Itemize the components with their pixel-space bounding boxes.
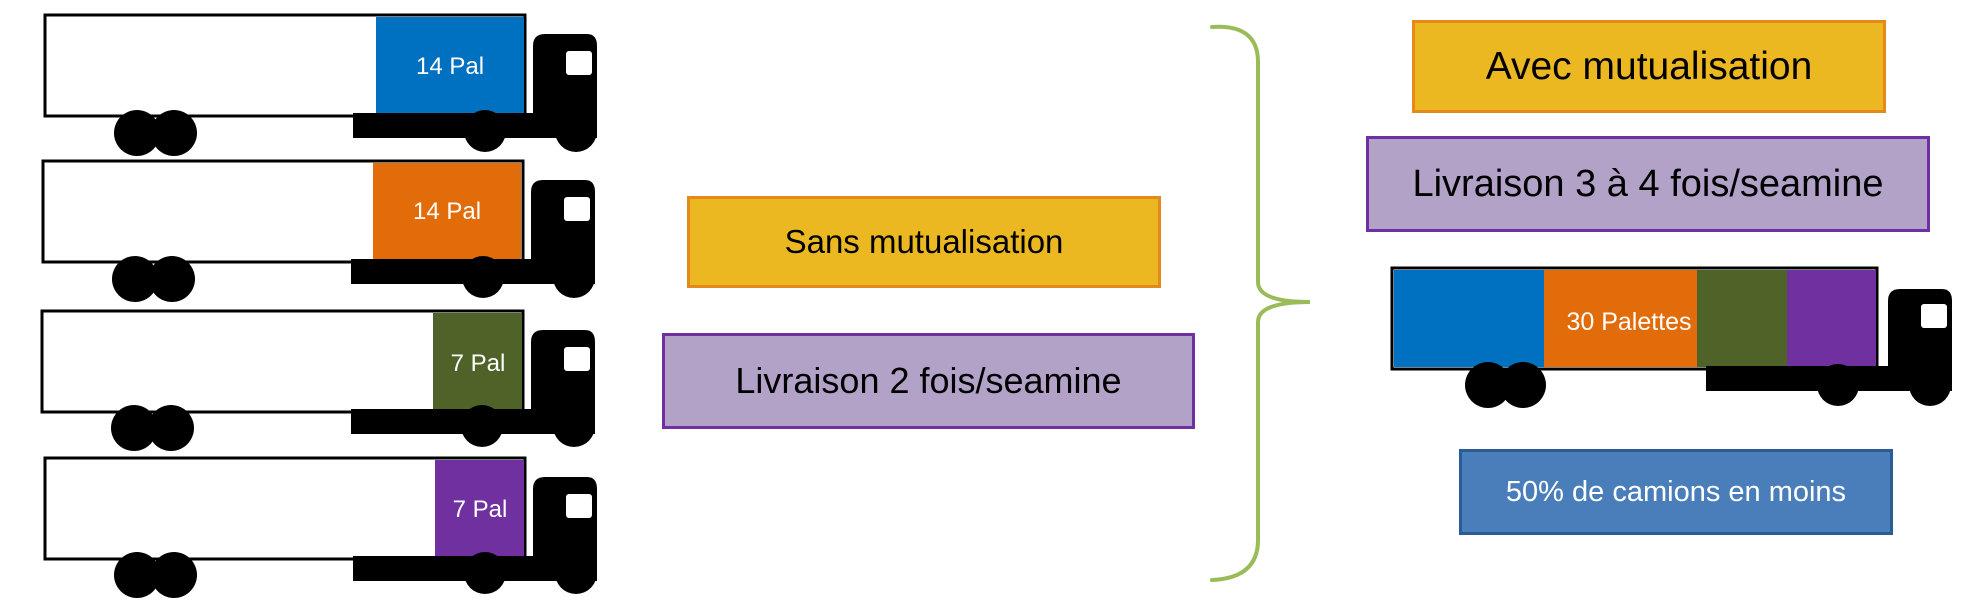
with-pooling-label: Avec mutualisation [1485, 44, 1813, 88]
truck-reduction-box: 50% de camions en moins [1459, 449, 1893, 535]
with-pooling-box: Avec mutualisation [1412, 20, 1886, 113]
cargo-segment [1394, 270, 1544, 367]
cargo-segment [1787, 270, 1876, 367]
delivery-frequency-before-box: Livraison 2 fois/seamine [662, 333, 1195, 429]
cab-window [564, 197, 590, 221]
wheel [555, 110, 597, 152]
cargo-block [376, 17, 524, 114]
without-pooling-label: Sans mutualisation [784, 223, 1064, 260]
truck-3: 7 Pal [40, 309, 595, 451]
cab-window [564, 347, 590, 371]
cargo-label: 14 Pal [413, 198, 481, 225]
wheel [114, 552, 160, 598]
wheel [149, 256, 195, 302]
cab-window [566, 51, 592, 75]
wheel [553, 256, 595, 298]
combined-cargo-label: 30 Palettes [1566, 308, 1691, 336]
chassis [351, 409, 566, 434]
wheel [462, 256, 504, 298]
cargo-segment [1697, 270, 1787, 367]
delivery-frequency-after-box: Livraison 3 à 4 fois/seamine [1366, 136, 1930, 232]
cargo-label: 7 Pal [451, 350, 506, 377]
wheel [461, 405, 503, 447]
truck-1: 14 Pal [43, 13, 597, 156]
truck-2: 14 Pal [41, 159, 595, 302]
delivery-frequency-before-label: Livraison 2 fois/seamine [735, 360, 1122, 401]
cargo-label: 14 Pal [416, 53, 484, 80]
cargo-block [373, 163, 521, 260]
cargo-label: 7 Pal [453, 496, 508, 523]
cab-window [1921, 304, 1947, 328]
truck-reduction-label: 50% de camions en moins [1505, 475, 1847, 508]
wheel [112, 256, 158, 302]
wheel [1465, 362, 1511, 408]
cab-window [566, 494, 592, 518]
wheel [111, 405, 157, 451]
truck-4: 7 Pal [43, 456, 597, 598]
wheel [1909, 364, 1951, 406]
chassis [353, 556, 568, 581]
wheel [151, 552, 197, 598]
without-pooling-box: Sans mutualisation [687, 196, 1161, 288]
chassis [353, 113, 568, 138]
wheel [464, 110, 506, 152]
combined-truck: 30 Palettes [1390, 266, 1952, 408]
wheel [1500, 362, 1546, 408]
wheel [555, 552, 597, 594]
cargo-block [435, 460, 524, 557]
delivery-frequency-after-label: Livraison 3 à 4 fois/seamine [1412, 162, 1884, 205]
wheel [151, 110, 197, 156]
cargo-block [433, 313, 522, 410]
chassis [351, 259, 566, 284]
wheel [114, 110, 160, 156]
curly-brace [1210, 24, 1311, 582]
wheel [464, 552, 506, 594]
wheel [553, 405, 595, 447]
cargo-segment [1544, 270, 1697, 367]
wheel [148, 405, 194, 451]
wheel [1817, 364, 1859, 406]
